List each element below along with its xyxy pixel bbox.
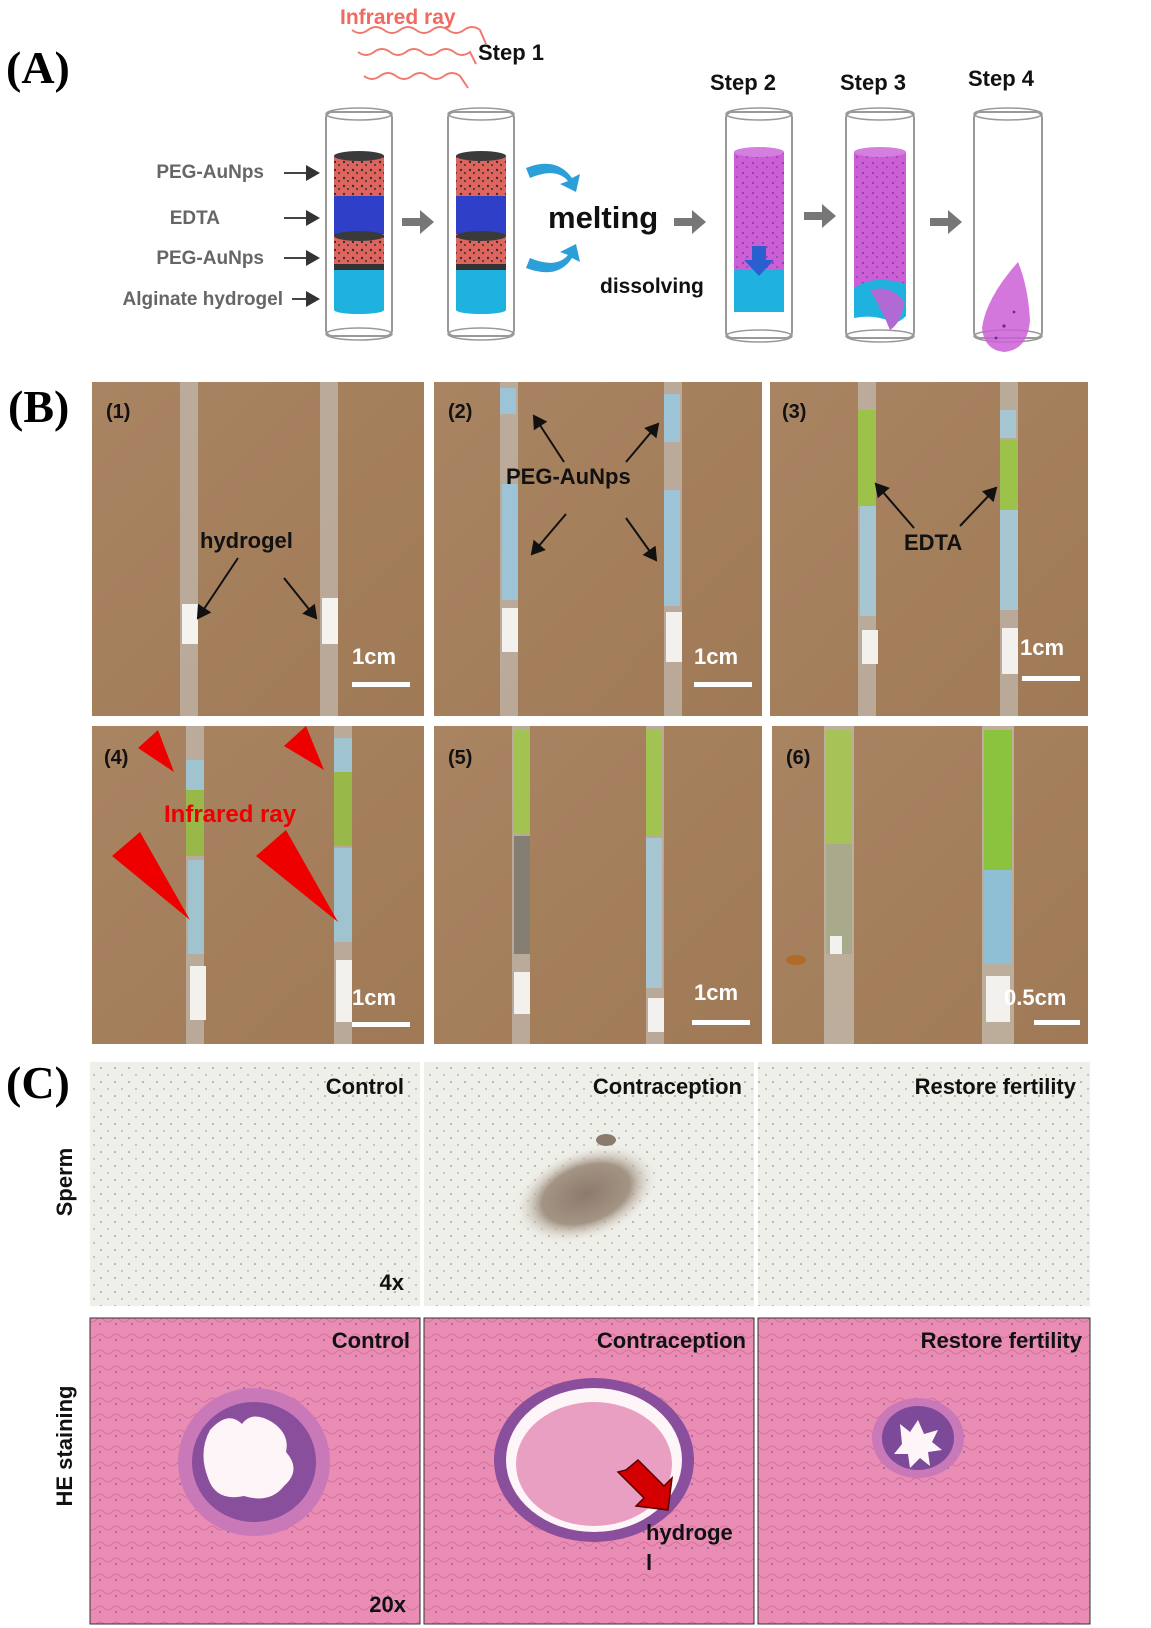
- photo-5: (5) 1cm: [434, 726, 762, 1044]
- photo-3-scale-bar: [1022, 676, 1080, 681]
- sperm-control: Control 4x: [90, 1062, 420, 1306]
- step-3-label: Step 3: [840, 70, 906, 95]
- panel-b-label: (B): [8, 381, 69, 432]
- hydrogel-label-line1: hydroge: [646, 1520, 733, 1545]
- photo-2-scale-label: 1cm: [694, 644, 738, 669]
- melting-label: melting: [548, 200, 658, 235]
- sperm-contraception-title: Contraception: [593, 1074, 742, 1099]
- sperm-contraception: Contraception: [424, 1062, 754, 1306]
- layer-arrows: [284, 165, 320, 307]
- photo-4: (4) Infrared ray 1cm: [92, 726, 424, 1044]
- sperm-control-title: Control: [326, 1074, 404, 1099]
- sperm-restore: Restore fertility: [758, 1062, 1090, 1306]
- photo-4-scale-label: 1cm: [352, 985, 396, 1010]
- photo-2-number: (2): [448, 401, 472, 423]
- tube-step2: [725, 107, 793, 343]
- sperm-restore-title: Restore fertility: [915, 1074, 1077, 1099]
- photo-5-scale-bar: [692, 1020, 750, 1025]
- photo-6-scale-bar: [1034, 1020, 1080, 1025]
- infrared-ray-label: Infrared ray: [340, 6, 456, 29]
- hydrogel-arrow-left: [196, 557, 239, 620]
- hydrogel-arrow-right: [283, 577, 318, 620]
- layer-label-peg-top: PEG-AuNps: [156, 162, 264, 183]
- infrared-pointer-big-right: [256, 830, 338, 922]
- peg-arrow-lr: [625, 517, 658, 562]
- photo-4-scale-bar: [352, 1022, 410, 1027]
- peg-arrow-ul: [532, 414, 565, 463]
- photo-5-number: (5): [448, 747, 472, 769]
- photo-2: (2) PEG-AuNps 1cm: [434, 382, 762, 716]
- edta-arrow-right: [959, 486, 998, 527]
- he-control-title: Control: [332, 1328, 410, 1353]
- row-label-he: HE staining: [52, 1385, 77, 1506]
- step-1-label: Step 1: [478, 40, 544, 65]
- he-restore-title: Restore fertility: [921, 1328, 1083, 1353]
- gray-arrow-4: [930, 210, 962, 234]
- tube-step1: [447, 107, 515, 341]
- photo-3: (3) EDTA 1cm: [770, 382, 1088, 716]
- layer-labels: PEG-AuNps EDTA PEG-AuNps Alginate hydrog…: [123, 162, 283, 310]
- he-control: Control 20x: [89, 1317, 421, 1625]
- blue-curved-arrow-top: [526, 163, 580, 192]
- hydrogel-label-line2: l: [646, 1550, 652, 1575]
- panel-a-label: (A): [6, 42, 70, 93]
- photo-3-scale-label: 1cm: [1020, 635, 1064, 660]
- blue-curved-arrow-bottom: [526, 244, 580, 273]
- tube-step4: [973, 107, 1043, 352]
- infrared-pointer-small-left: [138, 730, 174, 772]
- edta-arrow-left: [874, 482, 915, 529]
- peg-arrow-ll: [530, 513, 567, 556]
- dissolving-label: dissolving: [600, 275, 704, 298]
- peg-annotation: PEG-AuNps: [506, 464, 631, 489]
- photo-3-number: (3): [782, 401, 806, 423]
- hydrogel-red-arrow: [616, 1458, 674, 1511]
- he-restore: Restore fertility: [757, 1317, 1091, 1625]
- gray-arrow-2: [674, 210, 706, 234]
- photo-4-number: (4): [104, 747, 128, 769]
- photo-6: (6) 0.5cm: [772, 726, 1088, 1044]
- he-contraception: Contraception hydroge l: [423, 1317, 755, 1625]
- infrared-pointer-big-left: [112, 832, 190, 920]
- he-magnification: 20x: [369, 1592, 406, 1617]
- step-4-label: Step 4: [968, 66, 1035, 91]
- photo-1-number: (1): [106, 401, 130, 423]
- step-2-label: Step 2: [710, 70, 776, 95]
- panel-c-label: (C): [6, 1057, 70, 1108]
- row-label-sperm: Sperm: [52, 1148, 77, 1216]
- gray-arrow-1: [402, 210, 434, 234]
- layer-label-edta: EDTA: [170, 208, 221, 229]
- tube-initial: [325, 107, 393, 341]
- edta-annotation: EDTA: [904, 530, 962, 555]
- peg-arrow-ur: [625, 422, 660, 463]
- photo-1: (1) hydrogel 1cm: [92, 382, 424, 716]
- photo-5-scale-label: 1cm: [694, 980, 738, 1005]
- he-contraception-title: Contraception: [597, 1328, 746, 1353]
- gray-arrow-3: [804, 204, 836, 228]
- hydrogel-annotation: hydrogel: [200, 528, 293, 553]
- photo-1-scale-label: 1cm: [352, 644, 396, 669]
- photo-6-number: (6): [786, 747, 810, 769]
- photo-6-scale-label: 0.5cm: [1004, 985, 1066, 1010]
- layer-label-alginate: Alginate hydrogel: [123, 289, 283, 310]
- infrared-annotation: Infrared ray: [164, 801, 297, 828]
- tube-step3: [845, 107, 915, 343]
- sperm-magnification: 4x: [380, 1270, 405, 1295]
- photo-1-scale-bar: [352, 682, 410, 687]
- infrared-pointer-small-right: [284, 726, 324, 770]
- infrared-waves: [351, 26, 487, 89]
- layer-label-peg-bottom: PEG-AuNps: [156, 248, 264, 269]
- photo-2-scale-bar: [694, 682, 752, 687]
